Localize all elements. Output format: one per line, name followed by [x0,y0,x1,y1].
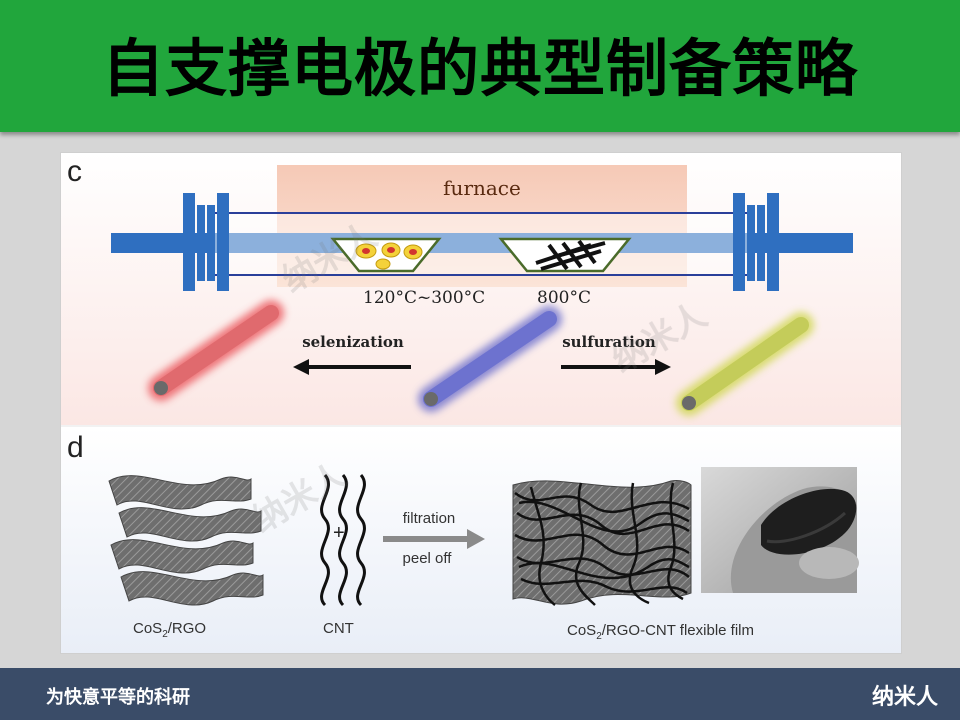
footer-bar: 为快意平等的科研 纳米人 [0,668,960,720]
plus-sign: + [333,522,345,544]
selenium-pellets [355,242,423,270]
sulfur-mesh [535,239,606,271]
film-label: CoS2/RGO-CNT flexible film [567,622,754,642]
filtration-arrow [383,529,485,549]
tube-interior [211,214,751,274]
figure-panel: c furnace [60,152,902,654]
tube-rod [111,233,853,253]
furnace-label: furnace [443,176,521,200]
cnt-lines [320,474,366,607]
furnace-box [277,165,687,287]
panel-c-label: c [67,155,82,188]
title-bar: 自支撑电极的典型制备策略 [0,0,960,132]
selenization-label: selenization [302,333,404,351]
peel-off-label: peel off [403,550,453,567]
slide-title: 自支撑电极的典型制备策略 [101,32,858,105]
cos2-rgo-label: CoS2/RGO [133,620,206,640]
footer-slogan: 为快意平等的科研 [46,687,190,708]
filtration-label: filtration [403,510,456,527]
film-photo [701,467,859,593]
temp-left-label: 120°C~300°C [363,288,485,308]
sulfuration-label: sulfuration [562,333,656,351]
left-flange [183,193,229,291]
tube-sulfurized [676,312,814,416]
right-flange [733,193,779,291]
temp-right-label: 800°C [537,288,591,308]
tube-precursor [418,306,562,412]
composite-film [512,480,692,606]
cos2-rgo-sheets [108,475,264,606]
footer-brand-logo: 纳米人 [871,685,938,710]
sulfuration-arrow [561,359,671,375]
panel-d-label: d [67,431,84,464]
cnt-label: CNT [323,620,354,637]
tube-selenized [148,300,284,401]
selenization-arrow [293,359,411,375]
schematic-figure: c furnace [61,153,901,653]
